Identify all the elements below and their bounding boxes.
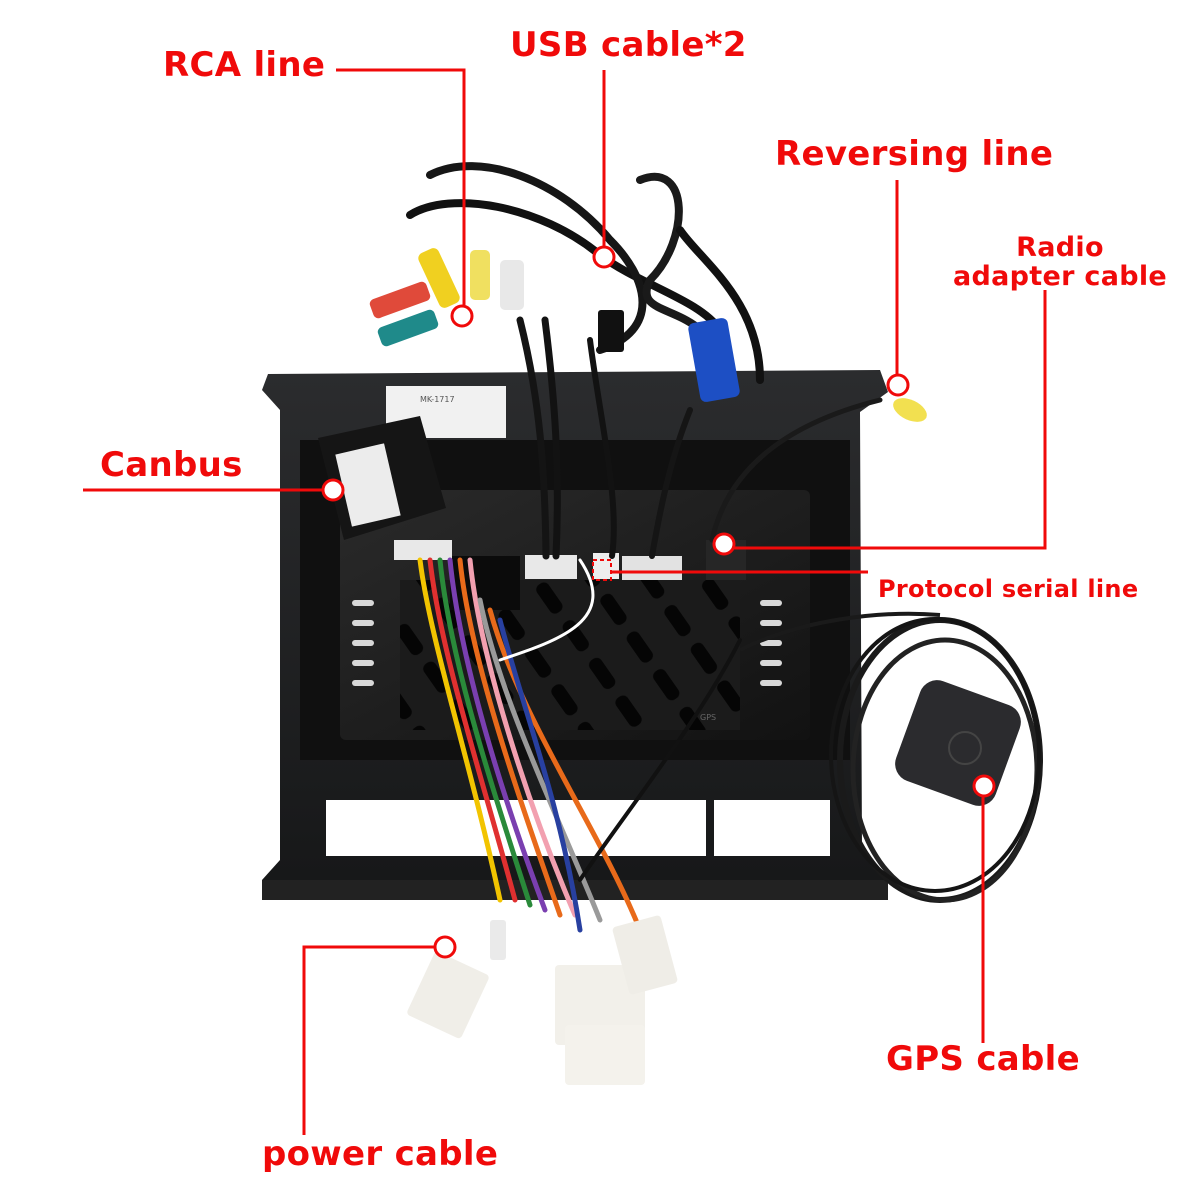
power-cable-marker (433, 935, 457, 959)
rca-plug-teal (377, 309, 439, 347)
canbus-box (318, 416, 452, 560)
reversing-line-connector (893, 398, 927, 422)
gps-port-label: GPS (700, 713, 716, 722)
gps-cable-marker (972, 774, 996, 798)
power-cable-label: power cable (262, 1134, 499, 1174)
protocol-serial-plug (593, 553, 619, 579)
rca-line-leader (336, 68, 466, 315)
gps-antenna-logo (948, 731, 982, 765)
power-plug-side (612, 915, 678, 995)
usb-plug-blue (688, 318, 740, 402)
gps-antenna-puck (895, 680, 1021, 806)
power-plug-small (407, 951, 489, 1039)
head-unit-back: MK-1717 GPS (340, 386, 810, 740)
gps-antenna (739, 611, 1043, 903)
canbus-sticker (335, 443, 401, 527)
cable-bundle (406, 162, 883, 560)
radio-adapter-label-line2: adapter cable (952, 261, 1168, 292)
usb-harness-plug (622, 556, 682, 580)
gps-cable-label: GPS cable (886, 1039, 1080, 1079)
rca-harness-plug (525, 555, 577, 579)
power-harness-wires (417, 557, 742, 933)
model-sticker-text: MK-1717 (420, 395, 455, 404)
protocol-serial-highlight (592, 559, 612, 581)
usb-cable-marker (592, 245, 616, 269)
usb-plug-black (598, 310, 624, 352)
radio-adapter-marker (712, 532, 736, 556)
radio-adapter-leader (726, 290, 1047, 550)
canbus-marker (321, 478, 345, 502)
rca-plug-yellow (418, 248, 460, 308)
rca-plugs (369, 248, 524, 347)
usb-connectors (598, 310, 740, 402)
protocol-serial-line-label: Protocol serial line (878, 575, 1139, 603)
rca-plug-yellow-2 (470, 250, 490, 300)
rca-line-marker (450, 304, 474, 328)
power-wire-sleeve (490, 920, 506, 960)
power-cable-leader (302, 945, 436, 1135)
rca-line-label: RCA line (163, 45, 326, 85)
power-plug-main-lower (565, 1025, 645, 1085)
bezel-cutout-right (714, 800, 830, 856)
rca-plug-red (369, 281, 431, 319)
power-plugs (407, 915, 678, 1085)
radio-adapter-label: Radio adapter cable (938, 233, 1182, 291)
rca-plug-white (500, 260, 524, 310)
canbus-label: Canbus (100, 445, 243, 485)
radio-adapter-label-line1: Radio (1016, 232, 1104, 263)
canbus-plug (394, 540, 452, 560)
reversing-line-label: Reversing line (775, 134, 1054, 174)
side-vents (352, 600, 782, 686)
callout-leader-lines (83, 68, 1047, 1135)
reversing-line-marker (886, 373, 910, 397)
callout-markers (321, 245, 996, 959)
usb-cable-label: USB cable*2 (510, 25, 747, 65)
